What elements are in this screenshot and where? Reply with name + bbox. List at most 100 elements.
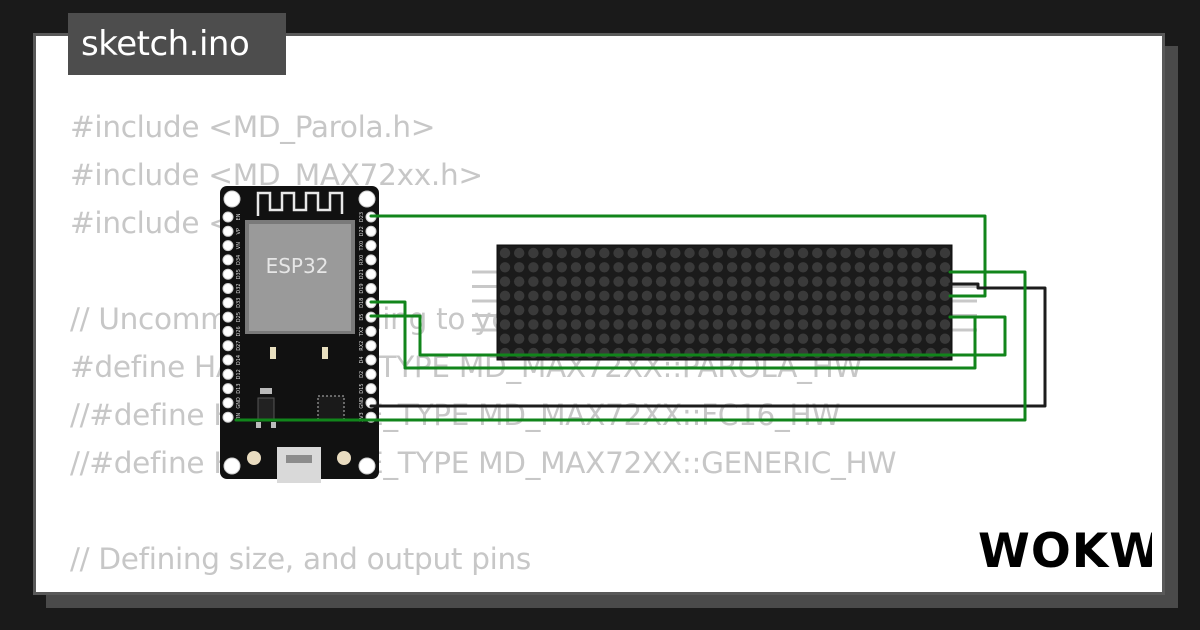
pin-label: D23 — [359, 212, 365, 222]
led-dot — [627, 247, 638, 259]
led-dot — [542, 304, 553, 316]
wokwi-logo: WOKWi — [978, 524, 1152, 576]
led-dot — [627, 276, 638, 287]
code-line: #define MAX_DEVICES 4 — [70, 583, 896, 592]
led-dot — [698, 262, 709, 273]
esp32-board[interactable]: ESP32 ENVPVND34D35D32D33D25D26D27D14D12D… — [220, 186, 379, 483]
pin-d19[interactable] — [365, 283, 377, 294]
led-dot — [528, 290, 539, 302]
code-line: //#define HARDWARE_TYPE MD_MAX72XX::GENE… — [70, 446, 897, 480]
led-dot — [826, 319, 837, 330]
pin-d12[interactable] — [222, 368, 234, 380]
pin-en[interactable] — [222, 211, 234, 223]
led-dot — [925, 247, 937, 259]
file-tab[interactable]: sketch.ino — [68, 13, 286, 75]
led-dot — [627, 333, 638, 344]
led-dot — [925, 276, 937, 287]
pin-rx2[interactable] — [365, 340, 377, 352]
led-dot — [670, 247, 681, 259]
led-dot — [797, 247, 809, 259]
wires — [234, 214, 1047, 422]
led-dot — [570, 347, 582, 359]
led-dot — [769, 290, 780, 302]
pin-d4[interactable] — [365, 354, 377, 366]
led-dot — [655, 333, 667, 344]
led-dot — [769, 347, 780, 359]
pin-d32[interactable] — [222, 283, 234, 294]
led-dot — [584, 290, 596, 302]
led-dot — [741, 333, 752, 344]
pin-tx2[interactable] — [365, 325, 377, 337]
led-dot — [641, 347, 653, 359]
pin-d22[interactable] — [365, 225, 377, 237]
led-dot — [826, 290, 837, 302]
led-dot — [741, 247, 752, 259]
pin-d15[interactable] — [365, 383, 377, 395]
led-dot — [712, 262, 724, 273]
pin-d27[interactable] — [222, 340, 234, 352]
led-dot — [698, 347, 709, 359]
led-dot — [641, 333, 653, 344]
led-dot — [783, 333, 795, 344]
pin-vin[interactable] — [222, 411, 234, 423]
pin-label: D35 — [236, 269, 242, 279]
led-dot — [712, 333, 724, 344]
led-dot — [883, 262, 894, 273]
pin-label: TX2 — [359, 327, 365, 338]
pin-vp[interactable] — [222, 225, 234, 237]
led-dot — [897, 290, 908, 302]
led-dot — [755, 333, 766, 344]
led-dot — [655, 304, 667, 316]
matrix-input-pin — [472, 314, 498, 317]
pin-d26[interactable] — [222, 325, 234, 337]
pin-d2[interactable] — [365, 368, 377, 380]
led-dot — [513, 304, 525, 316]
pin-d35[interactable] — [222, 268, 234, 280]
led-dot — [897, 319, 908, 330]
led-dot — [655, 347, 667, 359]
led-dot — [542, 347, 553, 359]
led-dot — [712, 319, 724, 330]
led-dot — [840, 276, 851, 287]
led-dot — [769, 304, 780, 316]
led-dot — [570, 262, 582, 273]
pin-gnd[interactable] — [222, 397, 234, 409]
pin-d33[interactable] — [222, 297, 234, 309]
pin-tx0[interactable] — [365, 240, 377, 252]
led-dot — [911, 347, 922, 359]
pin-d25[interactable] — [222, 311, 234, 323]
led-dot — [684, 247, 695, 259]
led-dot — [854, 319, 866, 330]
led-dot — [812, 247, 823, 259]
led-dot — [556, 262, 567, 273]
led-dot — [797, 319, 809, 330]
led-dot — [854, 276, 866, 287]
led-dot — [868, 247, 880, 259]
led-matrix-display[interactable] — [472, 244, 977, 361]
led-dot — [655, 276, 667, 287]
pin-rx0[interactable] — [365, 254, 377, 266]
led-dot — [513, 262, 525, 273]
led-dot — [911, 304, 922, 316]
led-dot — [599, 304, 610, 316]
led-dot — [599, 276, 610, 287]
led-dot — [698, 304, 709, 316]
led-dot — [570, 319, 582, 330]
pin-label: VP — [236, 228, 242, 234]
pin-d21[interactable] — [365, 268, 377, 280]
pin-d13[interactable] — [222, 383, 234, 395]
led-dot — [556, 319, 567, 330]
led-dot — [755, 262, 766, 273]
chip-label: ESP32 — [266, 254, 329, 278]
led-dot — [542, 333, 553, 344]
pin-d14[interactable] — [222, 354, 234, 366]
pin-vn[interactable] — [222, 240, 234, 252]
led-dot — [698, 290, 709, 302]
pin-label: D18 — [359, 298, 365, 308]
led-dot — [542, 290, 553, 302]
led-dot — [797, 304, 809, 316]
led-dot — [897, 276, 908, 287]
led-dot — [726, 333, 738, 344]
pin-d34[interactable] — [222, 254, 234, 266]
led-dot — [641, 304, 653, 316]
